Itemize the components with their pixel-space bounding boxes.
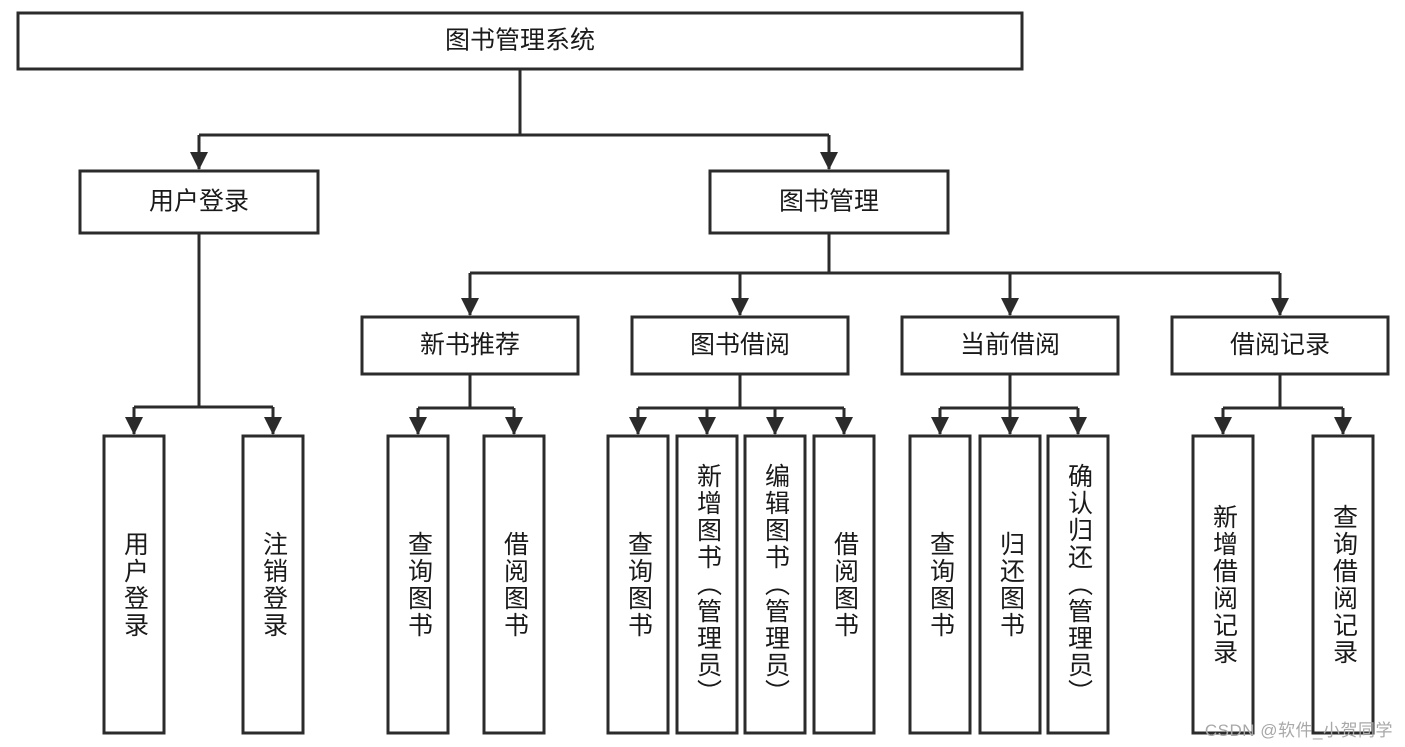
arrow-head-icon-leaf-borrow-book-rec <box>505 417 523 435</box>
arrow-head-icon-leaf-return-book <box>1001 417 1019 435</box>
arrow-head-icon-book-borrow <box>731 298 749 316</box>
arrow-head-icon-leaf-user-login <box>125 417 143 435</box>
arrow-head-icon-leaf-query-book-rec <box>409 417 427 435</box>
leaf-box-leaf-query-record[interactable] <box>1311 434 1375 735</box>
leaf-box-leaf-borrow-book-rec[interactable] <box>482 434 546 735</box>
arrow-head-icon-leaf-query-book-cur <box>931 417 949 435</box>
leaf-box-leaf-borrow-book[interactable] <box>812 434 876 735</box>
node-box-book-manage[interactable] <box>708 169 950 235</box>
node-box-book-borrow[interactable] <box>630 315 850 376</box>
arrow-head-icon-leaf-query-book <box>629 417 647 435</box>
arrow-head-icon-leaf-add-book <box>698 417 716 435</box>
arrow-head-icon-book-manage <box>820 152 838 170</box>
leaf-box-leaf-return-book[interactable] <box>978 434 1042 735</box>
node-box-new-book-rec[interactable] <box>360 315 580 376</box>
arrow-head-icon-leaf-edit-book <box>766 417 784 435</box>
node-label-root: 图书管理系统 <box>445 27 595 55</box>
connectors-layer <box>125 69 1352 435</box>
node-label-current-borrow: 当前借阅 <box>960 331 1060 359</box>
node-label-book-manage: 图书管理 <box>779 188 879 216</box>
leaf-box-leaf-query-book-rec[interactable] <box>386 434 450 735</box>
arrow-head-icon-leaf-confirm-return <box>1069 417 1087 435</box>
leaf-box-leaf-query-book-cur[interactable] <box>908 434 972 735</box>
node-box-borrow-record[interactable] <box>1170 315 1390 376</box>
node-box-current-borrow[interactable] <box>900 315 1120 376</box>
arrow-head-icon-leaf-borrow-book <box>835 417 853 435</box>
leaf-box-leaf-user-logout[interactable] <box>241 434 305 735</box>
leaf-box-leaf-add-record[interactable] <box>1191 434 1255 735</box>
leaf-box-leaf-add-book[interactable] <box>675 434 739 735</box>
node-box-user-login[interactable] <box>78 169 320 235</box>
leaf-box-leaf-edit-book[interactable] <box>743 434 807 735</box>
leaf-box-leaf-user-login[interactable] <box>102 434 166 735</box>
arrow-head-icon-user-login <box>190 152 208 170</box>
node-label-borrow-record: 借阅记录 <box>1230 331 1330 359</box>
arrow-head-icon-borrow-record <box>1271 298 1289 316</box>
arrow-head-icon-leaf-add-record <box>1214 417 1232 435</box>
arrow-head-icon-leaf-query-record <box>1334 417 1352 435</box>
arrow-head-icon-leaf-user-logout <box>264 417 282 435</box>
node-box-root[interactable] <box>16 11 1024 71</box>
boxes-layer <box>16 11 1390 735</box>
arrow-head-icon-current-borrow <box>1001 298 1019 316</box>
node-label-new-book-rec: 新书推荐 <box>420 331 520 359</box>
node-label-user-login: 用户登录 <box>149 188 249 216</box>
leaf-box-leaf-confirm-return[interactable] <box>1046 434 1110 735</box>
node-label-book-borrow: 图书借阅 <box>690 331 790 359</box>
arrow-head-icon-new-book-rec <box>461 298 479 316</box>
watermark-text: CSDN @软件_小贺同学 <box>1204 721 1393 740</box>
leaf-box-leaf-query-book[interactable] <box>606 434 670 735</box>
